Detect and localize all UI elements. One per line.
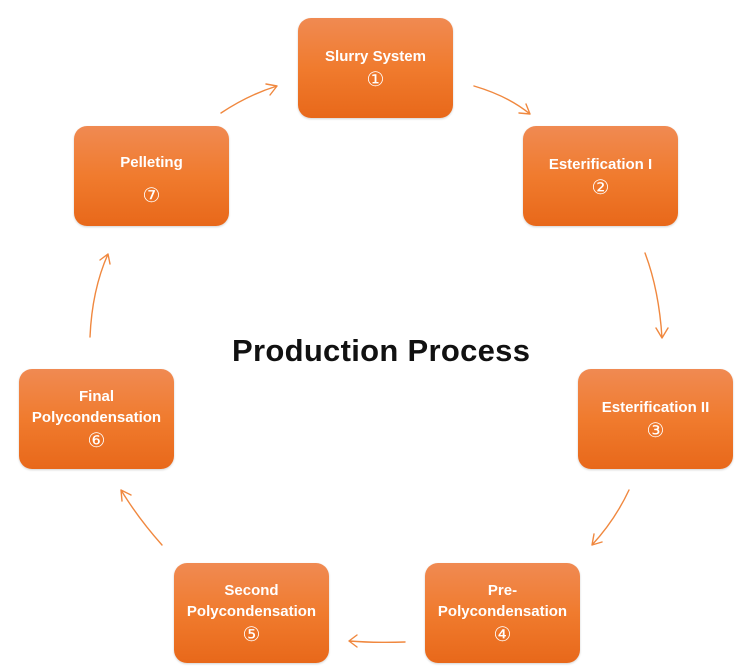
arrow-6-to-7: [89, 253, 111, 338]
step-esterification-2: Esterification II ③: [578, 369, 733, 469]
arrow-5-to-6: [120, 489, 163, 546]
arrow-4-to-5: [348, 634, 406, 648]
step-final-polycondensation: Final Polycondensation ⑥: [19, 369, 174, 469]
step-number: ⑦: [142, 184, 161, 207]
step-number: ①: [366, 68, 385, 91]
diagram-title: Production Process: [232, 333, 531, 368]
step-label: Pre- Polycondensation: [437, 582, 568, 620]
step-slurry-system: Slurry System ①: [298, 18, 453, 118]
arrow-2-to-3: [644, 252, 669, 339]
step-pre-polycondensation: Pre- Polycondensation ④: [425, 563, 580, 663]
step-label: Esterification I: [548, 155, 653, 173]
step-number: ③: [646, 419, 665, 442]
step-label: Slurry System: [325, 47, 426, 65]
step-number: ②: [591, 176, 610, 199]
arrow-1-to-2: [473, 85, 531, 115]
step-label: Pelleting: [120, 153, 183, 171]
arrow-3-to-4: [591, 489, 630, 546]
step-label: Esterification II: [601, 398, 710, 416]
step-number: ④: [493, 624, 512, 646]
step-number: ⑤: [242, 624, 261, 646]
step-pelleting: Pelleting ⑦: [74, 126, 229, 226]
step-label: Final Polycondensation: [31, 388, 162, 426]
step-label: Second Polycondensation: [186, 582, 317, 620]
step-second-polycondensation: Second Polycondensation ⑤: [174, 563, 329, 663]
step-number: ⑥: [87, 430, 106, 452]
arrow-7-to-1: [220, 83, 278, 114]
step-esterification-1: Esterification I ②: [523, 126, 678, 226]
